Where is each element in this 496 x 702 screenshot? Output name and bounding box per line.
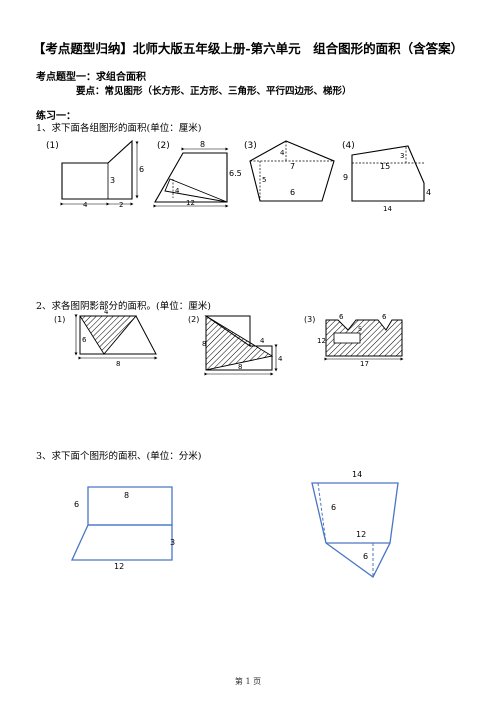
q1-fig4-a: 3 (400, 152, 404, 160)
q2-fig3-num: (3) (304, 315, 315, 324)
q2-fig1-a: 6 (82, 336, 87, 344)
q1-fig3-d: 6 (290, 188, 295, 197)
section-type-label: 考点题型一：求组合面积 (36, 72, 146, 83)
q2-fig1-b: 4 (104, 310, 109, 316)
q2-fig3: (3) 6 6 5 12 17 (304, 313, 404, 368)
q1-fig3-a: 4 (280, 149, 285, 157)
q3-fig1: 8 6 3 12 (70, 486, 175, 571)
q2-fig1-num: (1) (54, 315, 65, 324)
q1-fig1: (1) 6 3 4 2 (46, 139, 144, 209)
q1-fig2-c: 4 (175, 187, 180, 195)
q1-fig4-e: 14 (383, 205, 392, 213)
q2-fig3-b: 6 (382, 313, 387, 321)
q1-fig1-a: 6 (139, 165, 144, 174)
page-title: 【考点题型归纳】北师大版五年级上册-第六单元 组合图形的面积（含答案） (32, 41, 464, 56)
q2-fig2-a: 8 (202, 340, 206, 348)
q1-fig4: (4) 3 15 9 4 14 (342, 141, 431, 213)
q3-fig1-top: 8 (124, 491, 129, 500)
q3-fig1-bottom: 12 (114, 562, 124, 571)
q2-fig3-a: 6 (339, 313, 344, 321)
q1-fig3-num: (3) (244, 141, 257, 151)
q1-fig3: (3) 4 7 5 6 (244, 140, 335, 202)
q3-fig1-left: 6 (74, 500, 79, 509)
q1-fig2: (2) 8 6.5 4 12 (153, 140, 242, 208)
question-3-text: 3、求下面个图形的面积、(单位：分米) (36, 451, 202, 462)
q1-fig2-a: 8 (200, 140, 205, 149)
q2-fig2: (2) 8 4 4 8 (188, 315, 283, 376)
section-key-point: 要点：常见图形（长方形、正方形、三角形、平行四边形、梯形） (76, 86, 352, 97)
q2-fig2-c: 4 (278, 355, 283, 363)
q1-fig4-num: (4) (342, 141, 355, 151)
q3-fig2-mid: 12 (356, 530, 366, 539)
q2-fig3-e: 17 (360, 360, 369, 368)
q2-fig2-d: 8 (238, 363, 242, 371)
exercise-heading: 练习一： (36, 111, 76, 122)
q2-fig1: (1) 6 4 8 (54, 310, 158, 368)
page-footer: 第 1 页 (234, 677, 262, 686)
q2-figures: (1) 6 4 8 (2) 8 4 4 8 (3) 6 6 5 12 17 (54, 310, 404, 376)
q1-fig1-d: 2 (119, 201, 123, 209)
q1-fig4-c: 9 (343, 173, 348, 182)
q1-fig3-c: 5 (262, 176, 266, 184)
q1-figures: (1) 6 3 4 2 (2) 8 6.5 4 12 (3) 4 7 5 6 (… (46, 139, 431, 213)
q3-fig2: 14 6 12 6 (311, 470, 399, 578)
question-2-text: 2、求各图阴影部分的面积。(单位：厘米) (36, 301, 211, 312)
q2-fig1-c: 8 (116, 360, 120, 368)
q1-fig2-d: 12 (186, 199, 195, 207)
q3-fig2-top: 14 (352, 470, 362, 479)
q2-fig3-c: 5 (358, 325, 362, 333)
q3-fig1-right: 3 (170, 538, 175, 547)
q1-fig2-num: (2) (157, 141, 170, 151)
q2-fig3-d: 12 (317, 337, 326, 345)
q1-fig3-b: 7 (290, 162, 295, 171)
q3-fig2-h2: 6 (363, 552, 368, 561)
q2-fig2-b: 4 (260, 337, 265, 345)
q2-fig2-num: (2) (188, 315, 199, 324)
question-1-text: 1、求下面各组图形的面积(单位：厘米) (36, 123, 202, 134)
q1-fig1-c: 4 (83, 201, 88, 209)
q3-figures: 8 6 3 12 14 6 12 6 (70, 470, 399, 578)
q1-fig4-d: 4 (426, 188, 431, 197)
q1-fig4-b: 15 (380, 162, 390, 171)
q1-fig2-b: 6.5 (229, 169, 242, 178)
q1-fig1-b: 3 (110, 176, 115, 185)
q3-fig2-h1: 6 (331, 503, 336, 512)
q1-fig1-num: (1) (46, 141, 59, 151)
